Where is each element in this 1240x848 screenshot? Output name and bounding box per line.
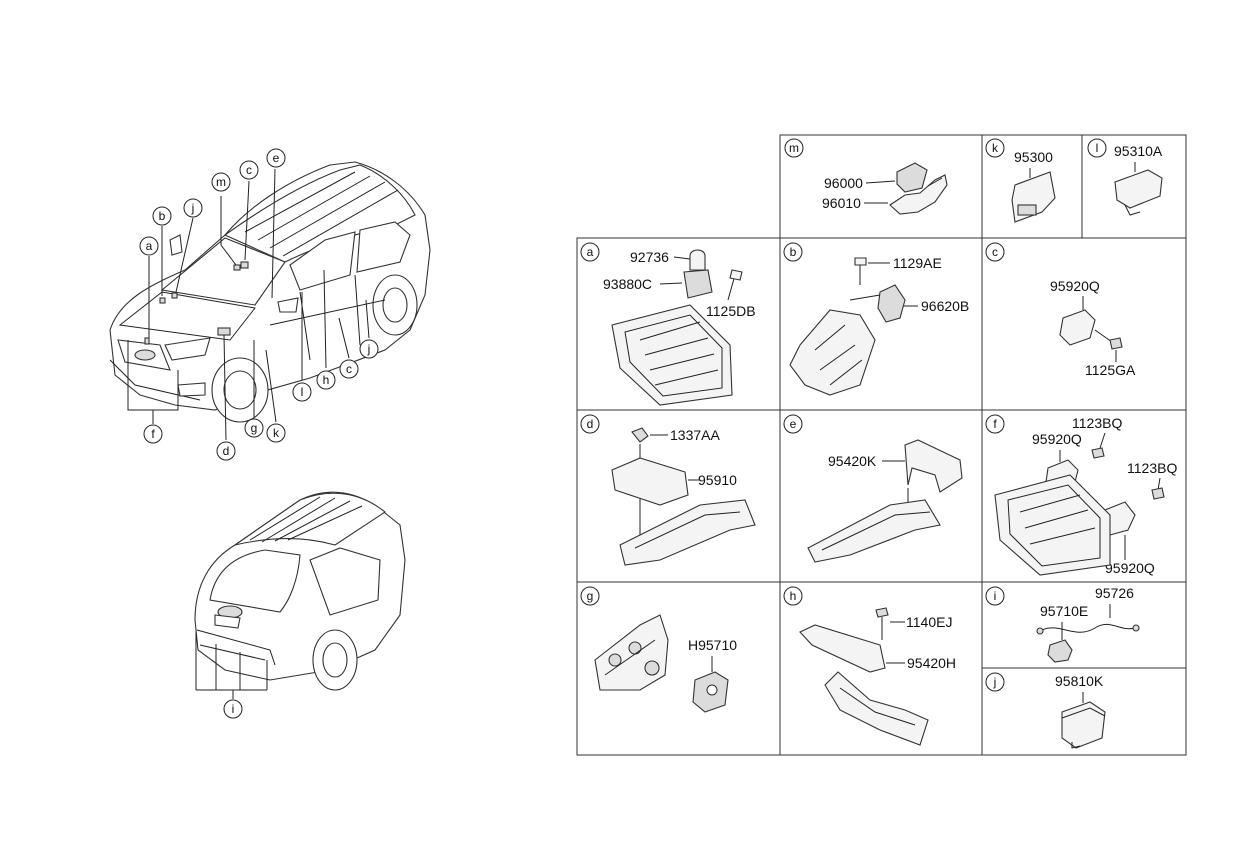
part-1123BQ-lower: 1123BQ (1127, 460, 1177, 476)
cell-d: d 1337AA 95910 (580, 414, 756, 566)
parts-grid (576, 134, 1187, 756)
svg-text:f: f (151, 427, 155, 441)
cell-k: k 95300 (985, 138, 1056, 223)
part-95300: 95300 (1014, 149, 1053, 165)
svg-text:c: c (346, 362, 352, 376)
part-1337AA: 1337AA (670, 427, 720, 443)
callout-j-2: j (359, 339, 379, 359)
callout-a: a (139, 236, 159, 256)
cell-l: l 95310A (1087, 138, 1163, 216)
cell-a: a 92736 93880C 1125DB (580, 242, 756, 406)
front-leaders (127, 168, 370, 441)
svg-text:j: j (993, 675, 997, 689)
svg-text:d: d (223, 444, 230, 458)
rear-leaders (195, 632, 268, 699)
part-96010: 96010 (822, 195, 861, 211)
part-95920Q-upper: 95920Q (1032, 431, 1082, 447)
svg-text:j: j (191, 201, 195, 215)
svg-text:m: m (789, 141, 799, 155)
callout-i: i (223, 699, 243, 719)
part-1125GA: 1125GA (1085, 362, 1136, 378)
part-1125DB: 1125DB (706, 303, 756, 319)
cell-f: f 1123BQ 95920Q 1123BQ 95920Q (985, 414, 1177, 576)
cell-g: g H95710 (580, 586, 737, 713)
svg-text:d: d (587, 417, 594, 431)
part-93880C: 93880C (603, 276, 652, 292)
callout-h: h (316, 370, 336, 390)
rear-callouts: i (223, 699, 243, 719)
svg-text:f: f (993, 417, 997, 431)
part-H95710: H95710 (688, 637, 737, 653)
part-95710E: 95710E (1040, 603, 1088, 619)
svg-text:b: b (790, 245, 797, 259)
front-callouts: a b j m c e l h c j f d g k (139, 148, 379, 461)
callout-c-2: c (339, 359, 359, 379)
part-95920Q: 95920Q (1050, 278, 1100, 294)
svg-text:m: m (216, 175, 226, 189)
callout-c: c (239, 160, 259, 180)
svg-text:a: a (146, 239, 153, 253)
svg-text:a: a (587, 245, 594, 259)
rear-vehicle-illustration (194, 491, 406, 691)
callout-k: k (266, 423, 286, 443)
svg-text:c: c (246, 163, 252, 177)
part-95310A: 95310A (1114, 143, 1163, 159)
cell-b: b 1129AE 96620B (783, 242, 969, 396)
part-1123BQ-upper: 1123BQ (1072, 415, 1122, 431)
callout-m: m (211, 172, 231, 192)
part-92736: 92736 (630, 249, 669, 265)
svg-text:b: b (159, 209, 166, 223)
cell-c: c 95920Q 1125GA (985, 242, 1136, 378)
svg-text:i: i (994, 589, 997, 603)
callout-f: f (143, 424, 163, 444)
svg-text:c: c (992, 245, 998, 259)
svg-text:g: g (587, 589, 594, 603)
cell-e: e 95420K (783, 414, 963, 563)
part-1129AE: 1129AE (893, 255, 942, 271)
cell-i: i 95726 95710E (985, 585, 1140, 663)
svg-text:e: e (273, 151, 280, 165)
callout-j: j (183, 198, 203, 218)
callout-g: g (244, 418, 264, 438)
cell-j: j 95810K (985, 672, 1106, 749)
callout-e: e (266, 148, 286, 168)
svg-text:k: k (273, 426, 280, 440)
callout-l: l (292, 382, 312, 402)
part-95910: 95910 (698, 472, 737, 488)
cell-m: m 96000 96010 (784, 138, 948, 215)
svg-text:l: l (1096, 141, 1099, 155)
part-96620B: 96620B (921, 298, 969, 314)
svg-text:g: g (251, 421, 258, 435)
svg-text:l: l (301, 385, 304, 399)
front-vehicle-illustration (109, 161, 431, 423)
callout-d: d (216, 441, 236, 461)
svg-text:e: e (790, 417, 797, 431)
cell-h: h 1140EJ 95420H (783, 586, 956, 746)
part-1140EJ: 1140EJ (906, 614, 952, 630)
part-96000: 96000 (824, 175, 863, 191)
part-95920Q-lower: 95920Q (1105, 560, 1155, 576)
part-95420H: 95420H (907, 655, 956, 671)
part-95726: 95726 (1095, 585, 1134, 601)
svg-text:h: h (323, 373, 330, 387)
part-95810K: 95810K (1055, 673, 1104, 689)
svg-text:j: j (367, 342, 371, 356)
callout-b: b (152, 206, 172, 226)
part-95420K: 95420K (828, 453, 877, 469)
svg-text:i: i (232, 702, 235, 716)
svg-text:h: h (790, 589, 797, 603)
svg-text:k: k (992, 141, 999, 155)
